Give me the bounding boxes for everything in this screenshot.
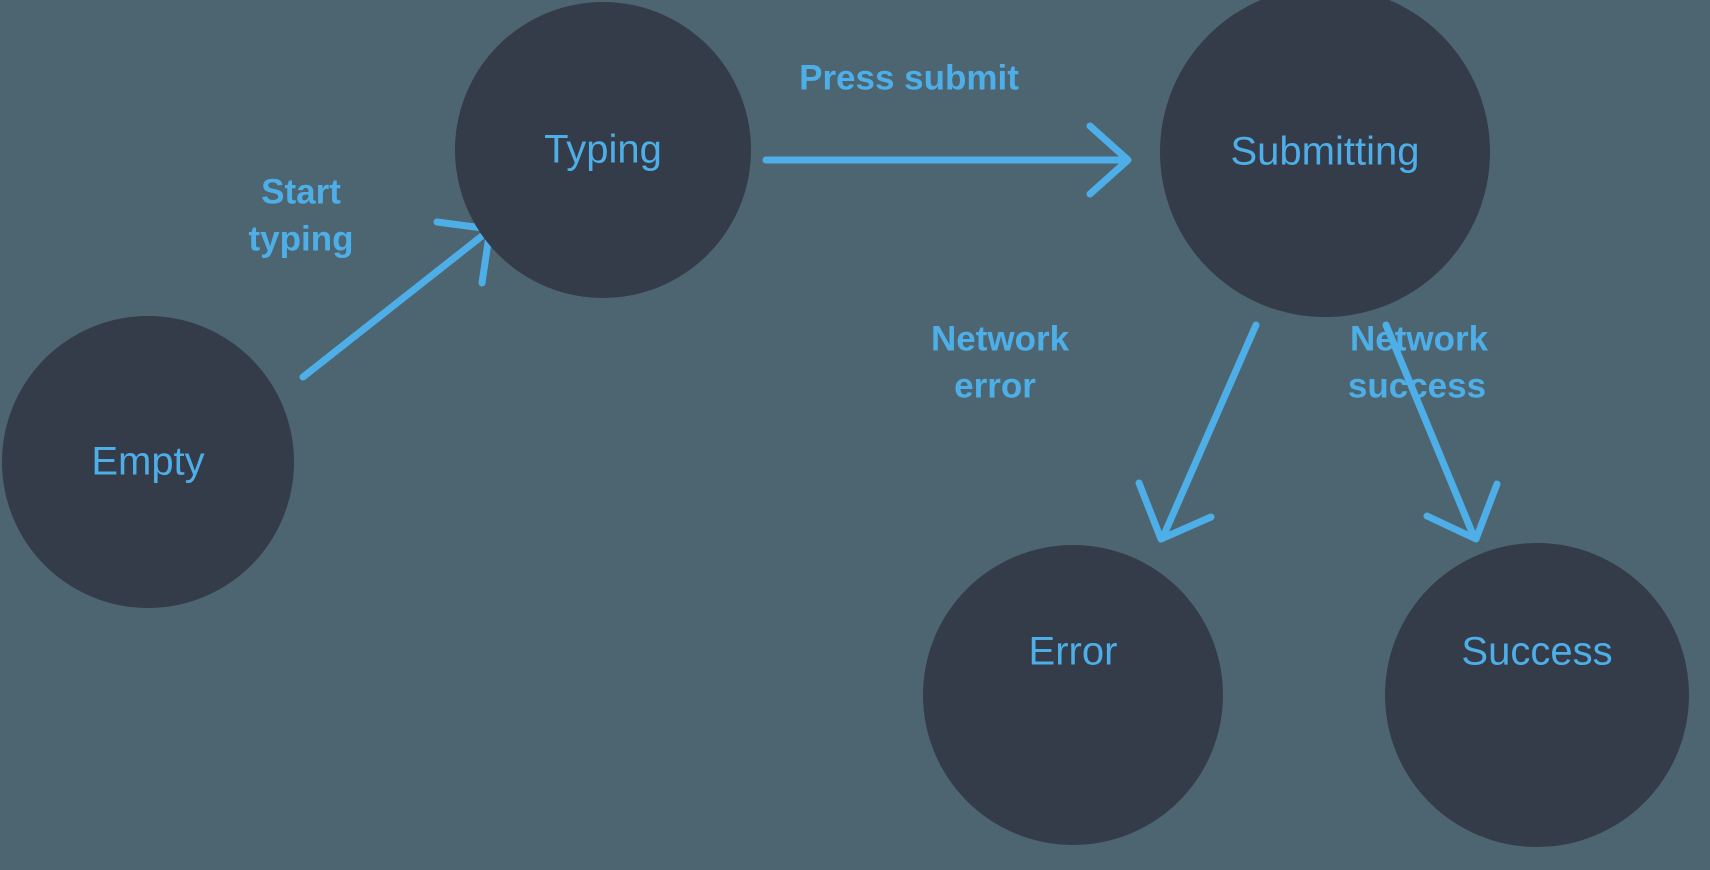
node-typing[interactable]: Typing (455, 2, 751, 298)
node-success[interactable]: Success (1385, 543, 1689, 847)
edge-label-press-submit-line1: Press submit (799, 58, 1019, 97)
node-typing-circle[interactable] (455, 2, 751, 298)
edge-network-error-line (1159, 321, 1260, 541)
node-success-circle[interactable] (1385, 543, 1689, 847)
edge-label-start-typing-line2: typing (249, 219, 354, 258)
node-success-label: Success (1461, 630, 1612, 674)
edge-press-submit (762, 122, 1132, 198)
edge-label-start-typing-line1: Start (261, 172, 341, 211)
edge-label-network-error-line2: error (954, 366, 1036, 405)
edge-label-start-typing: Start typing (249, 172, 354, 258)
node-submitting-label: Submitting (1231, 130, 1420, 174)
edge-label-network-success: Network success (1348, 319, 1489, 405)
edge-label-press-submit: Press submit (799, 58, 1019, 97)
node-error[interactable]: Error (923, 545, 1223, 845)
node-empty[interactable]: Empty (2, 316, 294, 608)
edge-label-network-success-line1: Network (1350, 319, 1489, 358)
node-submitting-circle[interactable] (1160, 0, 1490, 317)
node-empty-circle[interactable] (2, 316, 294, 608)
edge-network-success-arrowhead (1423, 480, 1501, 543)
edge-start-typing-line (299, 228, 491, 381)
edge-network-success-line (1382, 321, 1478, 541)
edge-label-network-success-line2: success (1348, 366, 1486, 405)
edge-label-network-error-line1: Network (931, 319, 1070, 358)
edge-network-error (1135, 321, 1260, 543)
node-submitting[interactable]: Submitting (1160, 0, 1490, 317)
edge-press-submit-arrowhead (1086, 122, 1132, 198)
node-error-label: Error (1029, 630, 1118, 674)
edge-network-error-arrowhead (1135, 479, 1215, 543)
edge-network-success (1382, 321, 1501, 543)
edge-label-network-error: Network error (931, 319, 1070, 405)
node-typing-label: Typing (544, 128, 662, 172)
node-empty-label: Empty (91, 440, 204, 484)
node-error-circle[interactable] (923, 545, 1223, 845)
